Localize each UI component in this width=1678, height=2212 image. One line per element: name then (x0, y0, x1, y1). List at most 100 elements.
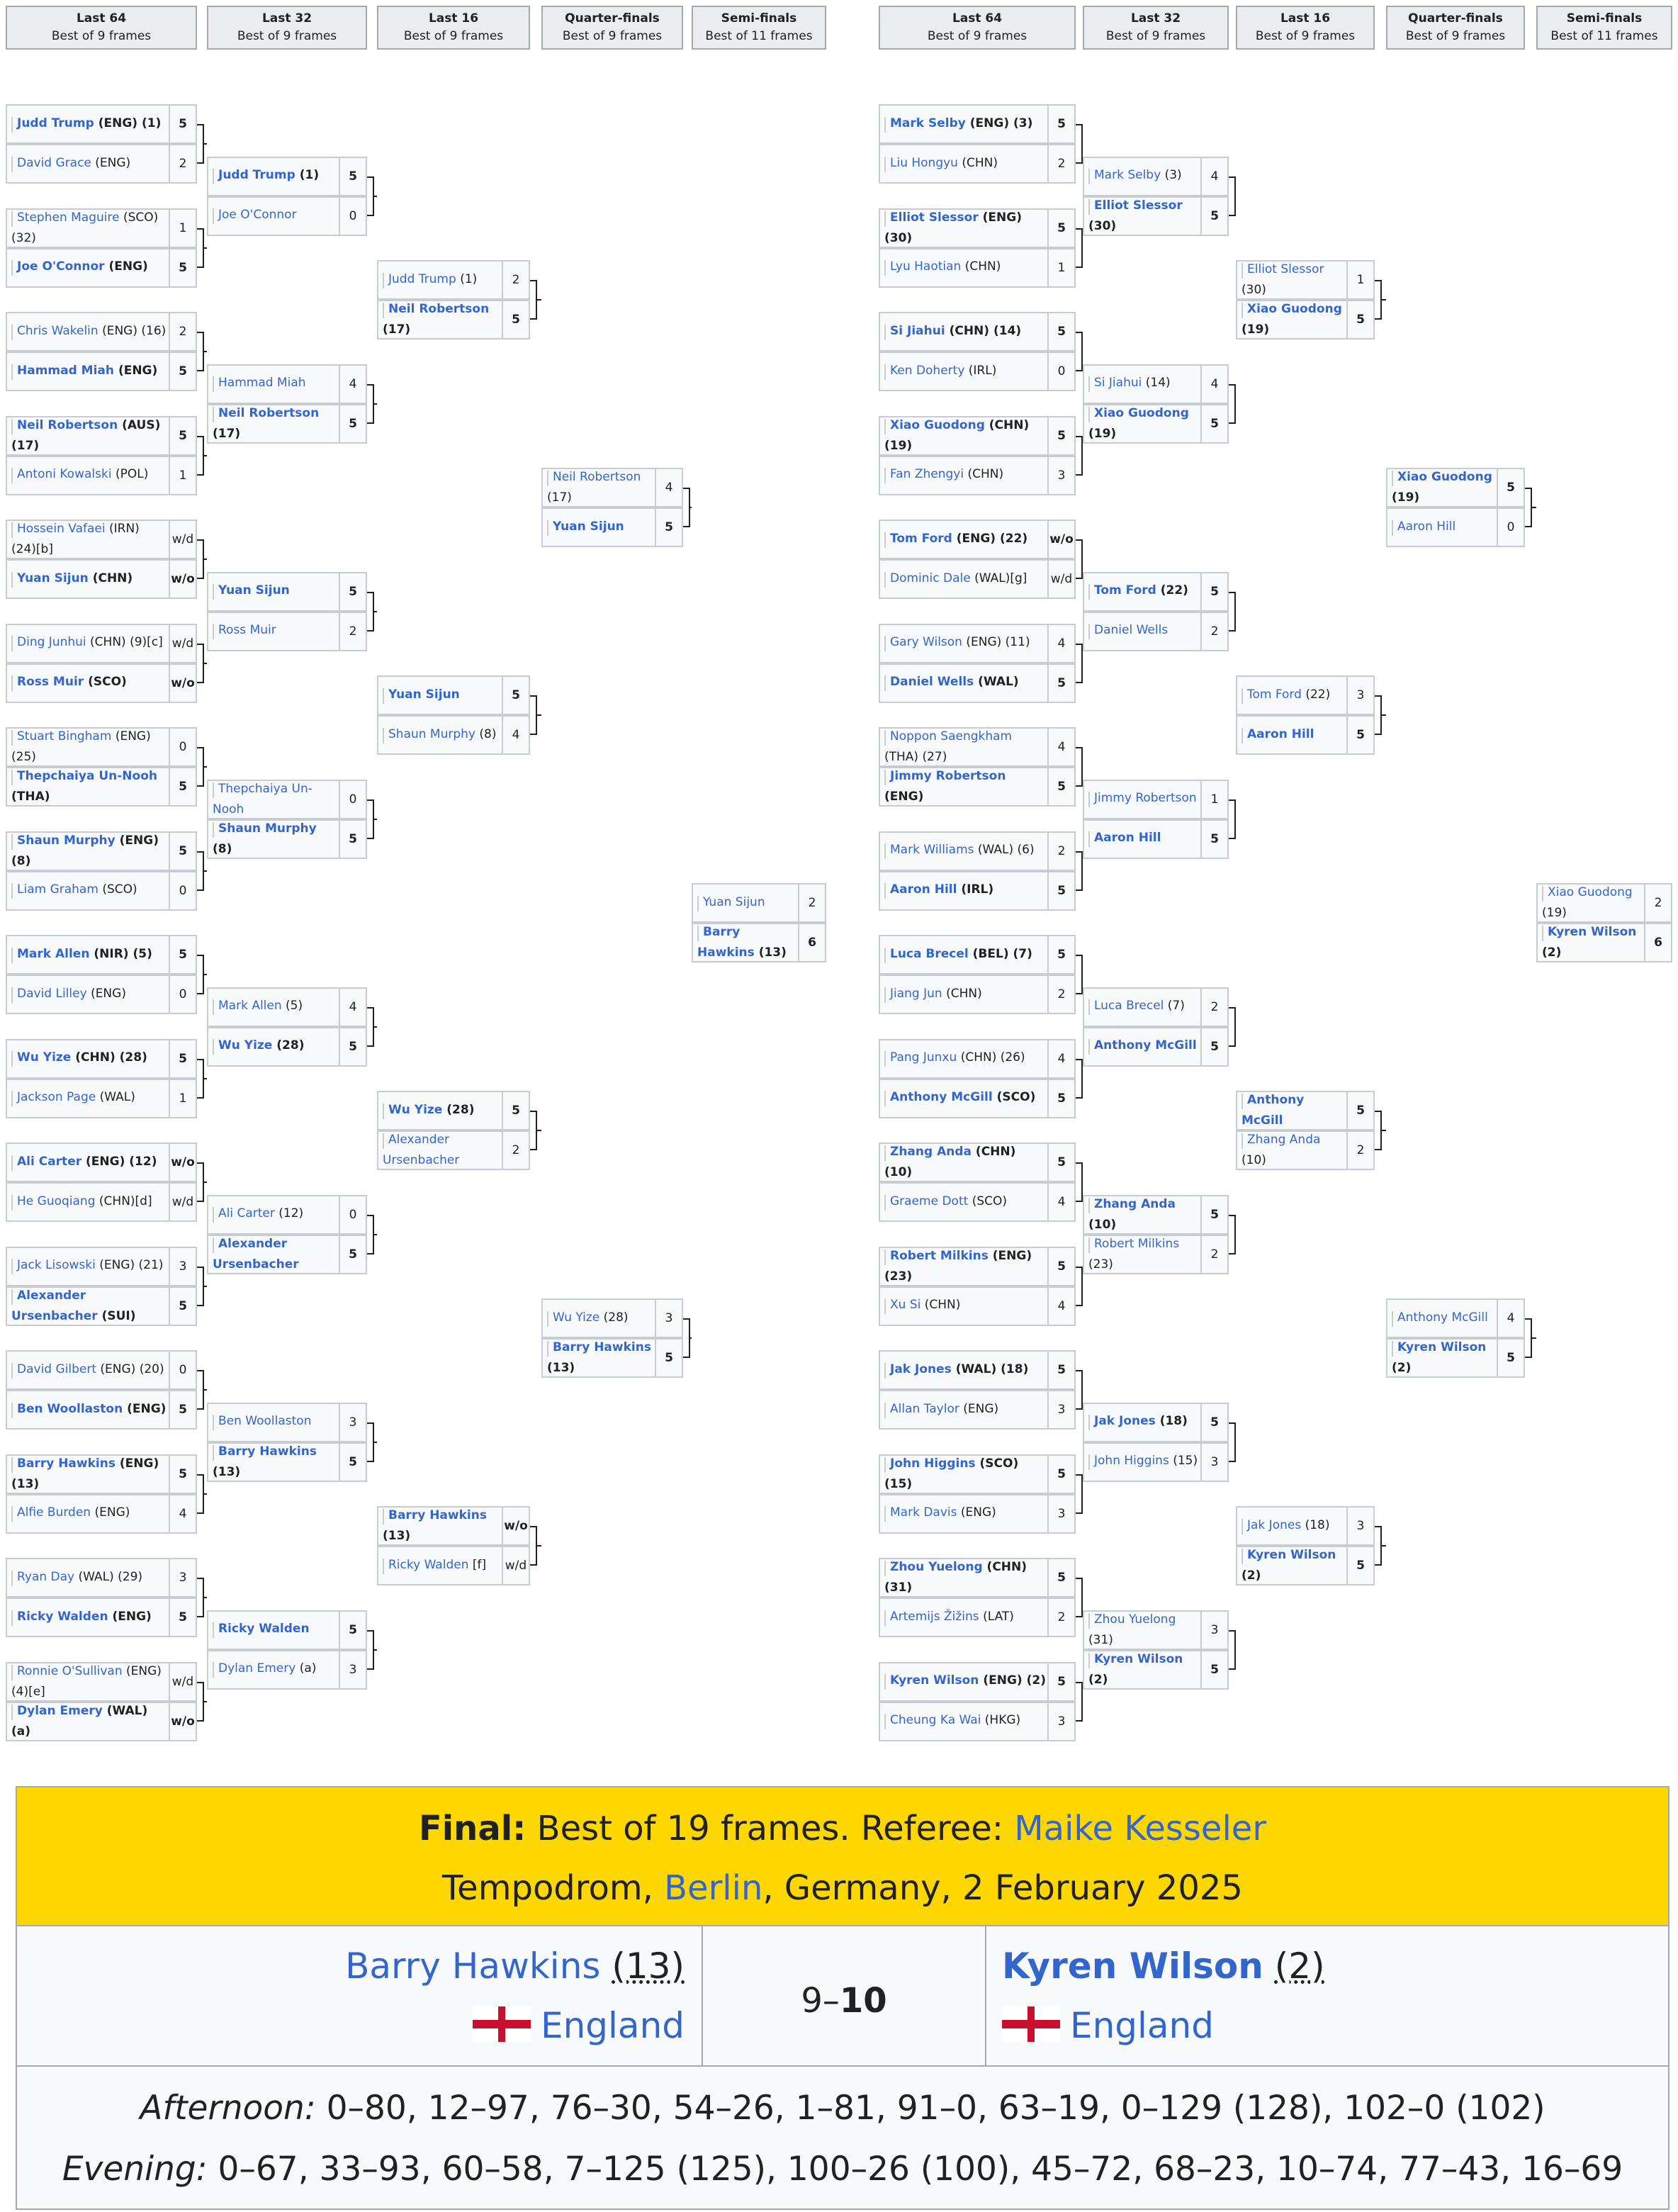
player-link[interactable]: Zhang Anda (890, 1145, 972, 1160)
player-link[interactable]: John Higgins (890, 1456, 976, 1471)
player-link[interactable]: Artemijs Žižins (890, 1609, 979, 1624)
player-link[interactable]: Xiao Guodong (1247, 302, 1342, 316)
player-link[interactable]: Daniel Wells (1094, 623, 1169, 637)
player-link[interactable]: Aaron Hill (1397, 519, 1456, 534)
player1-country-link[interactable]: England (541, 2005, 685, 2046)
player-link[interactable]: Stephen Maguire (17, 210, 120, 225)
player-link[interactable]: Hossein Vafaei (17, 522, 106, 537)
player-link[interactable]: Antoni Kowalski (17, 467, 112, 482)
player-link[interactable]: Ricky Walden (218, 1622, 310, 1636)
player-link[interactable]: Elliot Slessor (890, 210, 979, 225)
player-link[interactable]: Barry Hawkins (553, 1340, 651, 1354)
player-link[interactable]: Wu Yize (218, 1038, 273, 1052)
player-link[interactable]: Jack Lisowski (17, 1258, 96, 1273)
player-link[interactable]: Jimmy Robertson (1094, 791, 1197, 805)
player-link[interactable]: Elliot Slessor (1094, 198, 1183, 213)
player-link[interactable]: Pang Junxu (890, 1050, 957, 1065)
player-link[interactable]: Yuan Sijun (703, 894, 765, 909)
player-link[interactable]: Robert Milkins (1094, 1236, 1180, 1251)
player-link[interactable]: Wu Yize (17, 1050, 72, 1065)
player-link[interactable]: Chris Wakelin (17, 323, 98, 338)
player-link[interactable]: Liam Graham (17, 882, 98, 897)
player-link[interactable]: Joe O'Connor (218, 208, 297, 222)
city-link[interactable]: Berlin (664, 1868, 763, 1908)
player-link[interactable]: Zhang Anda (1247, 1133, 1321, 1147)
player-link[interactable]: Cheung Ka Wai (890, 1713, 981, 1728)
player-link[interactable]: Alexander Ursenbacher (11, 1288, 98, 1323)
player-link[interactable]: Hammad Miah (218, 376, 306, 390)
player-link[interactable]: Yuan Sijun (388, 687, 460, 702)
player-link[interactable]: Jiang Jun (890, 986, 942, 1001)
player-link[interactable]: Barry Hawkins (17, 1456, 116, 1471)
player-link[interactable]: Ross Muir (218, 623, 276, 637)
player-link[interactable]: Barry Hawkins (218, 1444, 317, 1459)
player-link[interactable]: Zhang Anda (1094, 1196, 1176, 1211)
player-link[interactable]: Mark Allen (17, 946, 90, 961)
player-link[interactable]: Jackson Page (17, 1090, 96, 1105)
player-link[interactable]: Neil Robertson (553, 470, 641, 484)
player-link[interactable]: Anthony McGill (1397, 1310, 1488, 1325)
player-link[interactable]: Zhou Yuelong (1094, 1612, 1176, 1627)
player-link[interactable]: David Gilbert (17, 1362, 97, 1376)
player-link[interactable]: Shaun Murphy (17, 833, 116, 848)
player-link[interactable]: Luca Brecel (890, 946, 969, 961)
player-link[interactable]: Anthony McGill (1094, 1038, 1197, 1052)
player-link[interactable]: Yuan Sijun (218, 583, 290, 597)
player-link[interactable]: Jak Jones (1094, 1414, 1156, 1428)
player-link[interactable]: Kyren Wilson (890, 1673, 979, 1688)
player-link[interactable]: Tom Ford (1094, 583, 1156, 597)
player-link[interactable]: David Grace (17, 155, 91, 170)
player-link[interactable]: Allan Taylor (890, 1401, 959, 1416)
player-link[interactable]: Xiao Guodong (1094, 405, 1189, 420)
player-link[interactable]: Wu Yize (388, 1102, 443, 1117)
player-link[interactable]: Xiao Guodong (1548, 885, 1633, 899)
player-link[interactable]: Barry Hawkins (388, 1508, 487, 1522)
player-link[interactable]: Ross Muir (17, 675, 84, 690)
player-link[interactable]: David Lilley (17, 986, 87, 1001)
player-link[interactable]: Ben Woollaston (218, 1414, 312, 1428)
player-link[interactable]: Joe O'Connor (17, 259, 105, 274)
player-link[interactable]: Jimmy Robertson (890, 769, 1006, 784)
player-link[interactable]: Thepchaiya Un-Nooh (17, 769, 157, 784)
player-link[interactable]: Ronnie O'Sullivan (17, 1663, 123, 1678)
player-link[interactable]: Liu Hongyu (890, 155, 958, 170)
player-link[interactable]: Kyren Wilson (1094, 1651, 1183, 1666)
player-link[interactable]: John Higgins (1094, 1454, 1169, 1468)
player-link[interactable]: Wu Yize (553, 1310, 600, 1325)
player-link[interactable]: Luca Brecel (1094, 999, 1164, 1013)
player-link[interactable]: Hammad Miah (17, 363, 115, 378)
player-link[interactable]: Fan Zhengyi (890, 467, 964, 482)
player-link[interactable]: Ken Doherty (890, 363, 965, 378)
player-link[interactable]: Alfie Burden (17, 1505, 91, 1520)
player-link[interactable]: Si Jiahui (1094, 376, 1142, 390)
player-link[interactable]: Dylan Emery (17, 1703, 103, 1718)
player-link[interactable]: Judd Trump (17, 116, 94, 130)
player-link[interactable]: Judd Trump (218, 168, 295, 182)
player-link[interactable]: Mark Davis (890, 1505, 957, 1520)
player-link[interactable]: Noppon Saengkham (890, 729, 1013, 744)
player-link[interactable]: Ricky Walden (388, 1557, 469, 1572)
player-link[interactable]: Dominic Dale (890, 571, 971, 585)
player-link[interactable]: Xiao Guodong (890, 417, 985, 432)
player-link[interactable]: Ben Woollaston (17, 1401, 123, 1416)
player-link[interactable]: Zhou Yuelong (890, 1560, 983, 1575)
player-link[interactable]: Tom Ford (1247, 687, 1302, 702)
player-link[interactable]: Tom Ford (890, 531, 952, 546)
player-link[interactable]: Si Jiahui (890, 323, 945, 338)
player-link[interactable]: Thepchaiya Un-Nooh (213, 781, 312, 816)
player-link[interactable]: Gary Wilson (890, 635, 962, 650)
player-link[interactable]: Aaron Hill (890, 882, 957, 897)
player-link[interactable]: Dylan Emery (218, 1661, 296, 1675)
player-link[interactable]: Xu Si (890, 1298, 921, 1313)
player-link[interactable]: Mark Allen (218, 999, 282, 1013)
player-link[interactable]: Shaun Murphy (388, 726, 475, 741)
player-link[interactable]: Daniel Wells (890, 675, 974, 690)
player-link[interactable]: Aaron Hill (1094, 831, 1161, 845)
player-link[interactable]: Lyu Haotian (890, 259, 962, 274)
player1-link[interactable]: Barry Hawkins (345, 1946, 601, 1987)
player-link[interactable]: Kyren Wilson (1397, 1340, 1487, 1354)
player-link[interactable]: Mark Williams (890, 843, 974, 858)
player-link[interactable]: Alexander Ursenbacher (383, 1133, 460, 1167)
player-link[interactable]: Mark Selby (1094, 168, 1161, 182)
player-link[interactable]: Ryan Day (17, 1569, 75, 1584)
